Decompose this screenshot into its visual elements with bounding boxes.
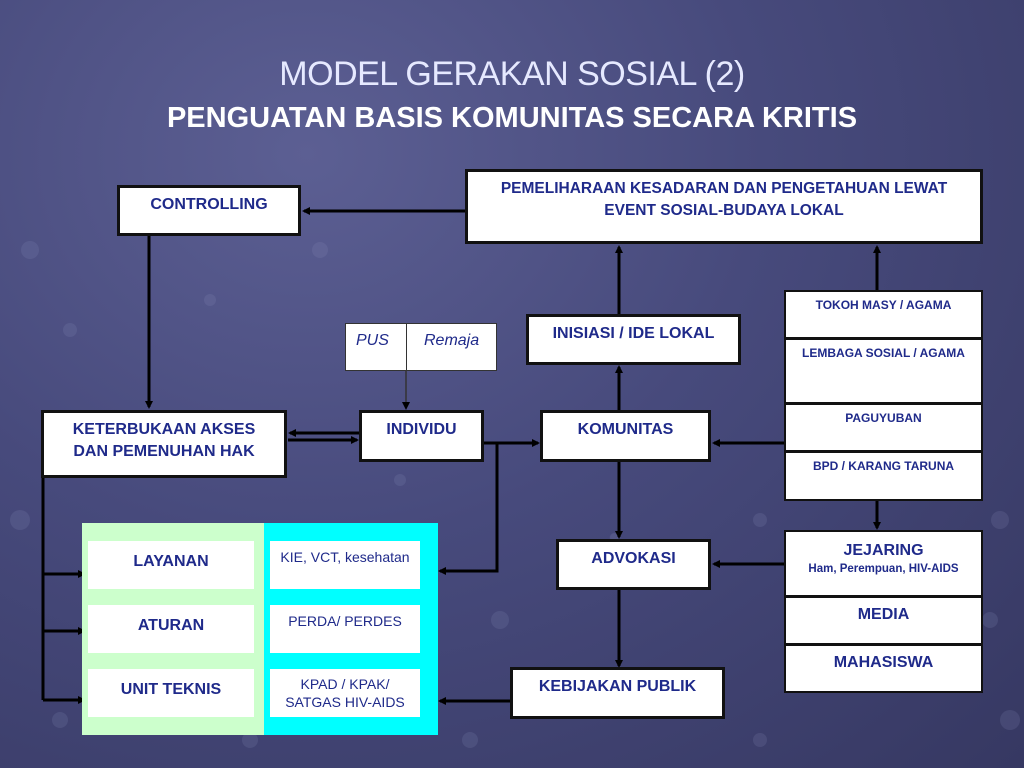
individu-label: INDIVIDU <box>386 421 457 438</box>
page-subtitle: PENGUATAN BASIS KOMUNITAS SECARA KRITIS <box>166 102 858 134</box>
lembaga-box: LEMBAGA SOSIAL / AGAMA <box>784 338 983 404</box>
inisiasi-box: INISIASI / IDE LOKAL <box>526 314 741 365</box>
remaja-label: Remaja <box>424 332 480 349</box>
target-group-divider <box>406 324 407 370</box>
jejaring-label: JEJARING <box>843 542 924 559</box>
target-group-box: PUS Remaja <box>345 323 497 371</box>
kie-label: KIE, VCT, kesehatan <box>280 549 410 565</box>
layanan-label: LAYANAN <box>133 553 209 570</box>
pemeliharaan-box: PEMELIHARAAN KESADARAN DAN PENGETAHUAN L… <box>465 169 983 244</box>
tokoh-label: TOKOH MASY / AGAMA <box>815 298 952 312</box>
unit-teknis-item: UNIT TEKNIS <box>88 669 254 717</box>
bpd-box: BPD / KARANG TARUNA <box>784 451 983 501</box>
tokoh-box: TOKOH MASY / AGAMA <box>784 290 983 339</box>
kpad-item: KPAD / KPAK/ SATGAS HIV-AIDS <box>270 669 420 717</box>
advokasi-label: ADVOKASI <box>591 550 676 567</box>
mahasiswa-box: MAHASISWA <box>784 644 983 693</box>
kpad-label-line2: SATGAS HIV-AIDS <box>285 694 405 710</box>
inisiasi-label: INISIASI / IDE LOKAL <box>552 325 715 342</box>
unit-teknis-label: UNIT TEKNIS <box>120 681 222 698</box>
kpad-label-line1: KPAD / KPAK/ <box>300 676 390 692</box>
service-detail-panel: KIE, VCT, kesehatan PERDA/ PERDES KPAD /… <box>264 523 438 735</box>
controlling-box: CONTROLLING <box>117 185 301 236</box>
media-box: MEDIA <box>784 596 983 645</box>
advokasi-box: ADVOKASI <box>556 539 711 590</box>
layanan-item: LAYANAN <box>88 541 254 589</box>
aturan-item: ATURAN <box>88 605 254 653</box>
pus-label: PUS <box>356 332 389 349</box>
individu-box: INDIVIDU <box>359 410 484 462</box>
controlling-label: CONTROLLING <box>150 196 268 213</box>
pemeliharaan-label: PEMELIHARAAN KESADARAN DAN PENGETAHUAN L… <box>500 180 948 219</box>
aturan-label: ATURAN <box>137 617 205 634</box>
service-type-panel: LAYANAN ATURAN UNIT TEKNIS <box>82 523 264 735</box>
komunitas-label: KOMUNITAS <box>577 421 674 438</box>
perda-item: PERDA/ PERDES <box>270 605 420 653</box>
bpd-label: BPD / KARANG TARUNA <box>812 459 955 473</box>
kebijakan-box: KEBIJAKAN PUBLIK <box>510 667 725 719</box>
paguyuban-box: PAGUYUBAN <box>784 403 983 452</box>
page-title: MODEL GERAKAN SOSIAL (2) <box>279 55 745 93</box>
komunitas-box: KOMUNITAS <box>540 410 711 462</box>
paguyuban-label: PAGUYUBAN <box>845 411 922 425</box>
kie-item: KIE, VCT, kesehatan <box>270 541 420 589</box>
jejaring-box: JEJARING Ham, Perempuan, HIV-AIDS <box>784 530 983 597</box>
lembaga-label: LEMBAGA SOSIAL / AGAMA <box>802 346 965 360</box>
mahasiswa-label: MAHASISWA <box>833 654 934 671</box>
kebijakan-label: KEBIJAKAN PUBLIK <box>538 678 697 695</box>
perda-label: PERDA/ PERDES <box>288 613 402 629</box>
jejaring-sublabel: Ham, Perempuan, HIV-AIDS <box>808 563 959 575</box>
keterbukaan-label: KETERBUKAAN AKSES DAN PEMENUHAN HAK <box>72 421 256 460</box>
keterbukaan-box: KETERBUKAAN AKSES DAN PEMENUHAN HAK <box>41 410 287 478</box>
media-label: MEDIA <box>857 606 910 623</box>
